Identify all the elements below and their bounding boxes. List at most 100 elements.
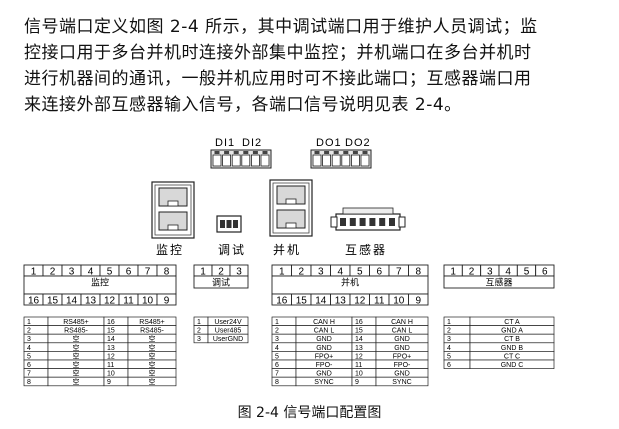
monitor-signal-table-pin: 15 [107, 328, 115, 335]
parallel-signal-table-signal: CAN L [392, 328, 413, 335]
ct-signal-table-pin: 1 [447, 319, 451, 326]
monitor-signal-table-pin: 12 [107, 353, 115, 360]
ct-pin-table-title-cell [443, 275, 555, 289]
di-terminal [231, 154, 241, 167]
monitor-pin-table-pin-number: 4 [88, 267, 94, 278]
ct-pin-table-pin-number: 5 [524, 267, 530, 278]
parallel-signal-table-signal: CAN L [314, 328, 335, 335]
do-terminal-screw [333, 151, 339, 154]
monitor-signal-table-signal: 空 [149, 377, 156, 386]
monitor-signal-table-pin: 13 [107, 345, 115, 352]
parallel-signal-table-signal: GND [394, 336, 410, 343]
di-terminal [222, 154, 232, 167]
ct-port-pin [340, 218, 346, 226]
monitor-pin-table-pin-number: 11 [123, 296, 134, 307]
debug-signal-table-signal: UserGND [213, 336, 243, 343]
parallel-pin-table-pin-number: 16 [276, 296, 288, 307]
monitor-signal-table-signal: 空 [73, 377, 80, 386]
monitor-signal-table-pin: 7 [27, 371, 31, 378]
ct-signal-table-pin: 2 [447, 328, 451, 335]
ct-port-ear-right [398, 216, 406, 228]
parallel-port-label: 并机 [273, 243, 301, 257]
do-terminal [312, 154, 322, 167]
parallel-pin-table-pin-number: 14 [315, 296, 327, 307]
ct-pin-table-pin-number: 3 [487, 267, 493, 278]
monitor-signal-table-pin: 8 [27, 379, 31, 386]
parallel-pin-table-pin-number: 4 [337, 267, 343, 278]
di-terminal [241, 154, 251, 167]
parallel-pin-table-pin-number: 11 [374, 296, 385, 307]
parallel-signal-table-signal: FPO- [394, 362, 411, 369]
monitor-pin-table-pin-number: 2 [50, 267, 56, 278]
parallel-port-latch [285, 222, 297, 229]
parallel-signal-table-signal: GND [316, 371, 332, 378]
debug-pin-table-pin-number: 2 [218, 267, 224, 278]
parallel-signal-table-signal: FPO+ [315, 353, 333, 360]
parallel-signal-table-signal: GND [394, 345, 410, 352]
di-terminal-screw [224, 151, 230, 154]
parallel-pin-table-pin-number: 2 [298, 267, 304, 278]
do-terminal [341, 154, 351, 167]
debug-signal-table-cell [207, 333, 249, 344]
ct-port-pin [349, 218, 356, 226]
parallel-signal-table-pin: 3 [275, 336, 279, 343]
monitor-signal-table-signal: 空 [73, 351, 80, 360]
parallel-signal-table-pin: 4 [275, 345, 279, 352]
parallel-signal-table-pin: 8 [275, 379, 279, 386]
ct-signal-table-pin: 6 [447, 362, 451, 369]
parallel-signal-table-pin: 10 [355, 371, 363, 378]
monitor-pin-table-pin-number: 1 [31, 267, 37, 278]
parallel-signal-table-pin: 15 [355, 328, 363, 335]
monitor-signal-table-signal: 空 [149, 351, 156, 360]
monitor-pin-table-pin-number: 13 [85, 296, 97, 307]
ct-signal-table-signal: CT B [504, 336, 520, 343]
monitor-signal-table-signal: RS485+ [139, 319, 165, 326]
ct-pin-table-pin-number: 1 [450, 267, 456, 278]
parallel-pin-table-pin-number: 9 [415, 296, 421, 307]
monitor-pin-table-title: 监控 [91, 277, 109, 289]
ct-port-ear-left [330, 216, 338, 228]
di-terminal-screw [214, 151, 220, 154]
debug-port-pin [233, 220, 238, 228]
monitor-port-latch [167, 200, 179, 207]
di-terminal-screw [233, 151, 239, 154]
monitor-pin-table-pin-cell [156, 293, 177, 306]
di2-label: DI2 [242, 137, 262, 149]
monitor-signal-table-signal: RS485- [140, 328, 164, 335]
parallel-signal-table-pin: 9 [355, 379, 359, 386]
parallel-pin-table-pin-number: 1 [279, 267, 285, 278]
ct-signal-table-signal: GND C [501, 362, 524, 369]
di-terminal [250, 154, 260, 167]
debug-signal-table-signal: User485 [215, 328, 242, 335]
do-terminal [331, 154, 341, 167]
monitor-signal-table-signal: 空 [149, 343, 156, 352]
ct-pin-table-pin-number: 6 [542, 267, 548, 278]
paragraph-line-3: 进行机器间的通讯，一般并机应用时可不接此端口；互感器端口用 [24, 69, 532, 89]
parallel-signal-table-pin: 1 [275, 319, 279, 326]
ct-port-pin [369, 218, 376, 226]
parallel-pin-table-pin-number: 12 [354, 296, 366, 307]
monitor-signal-table-pin: 11 [107, 362, 114, 369]
di-terminal [260, 154, 270, 167]
debug-port-pin [226, 220, 232, 228]
ct-port-pin [379, 218, 386, 226]
parallel-port-frame [272, 182, 310, 234]
ct-pin-table-title: 互感器 [485, 277, 512, 289]
do-terminal-screw [314, 151, 320, 154]
monitor-signal-table-signal: 空 [73, 343, 80, 352]
monitor-signal-table-pin: 5 [27, 353, 31, 360]
parallel-signal-table-pin: 2 [275, 328, 279, 335]
parallel-pin-table-pin-cell [408, 293, 429, 306]
monitor-pin-table-pin-number: 6 [126, 267, 132, 278]
parallel-pin-table-pin-number: 10 [393, 296, 405, 307]
debug-pin-table-pin-number: 1 [200, 267, 206, 278]
monitor-signal-table-pin: 6 [27, 362, 31, 369]
monitor-signal-table-signal: RS485- [64, 328, 88, 335]
parallel-signal-table-signal: SYNC [392, 379, 411, 386]
parallel-signal-table-pin: 7 [275, 371, 279, 378]
parallel-signal-table-pin: 12 [355, 353, 363, 360]
ct-pin-table-pin-number: 4 [505, 267, 511, 278]
ct-signal-table-signal: GND B [501, 345, 524, 352]
